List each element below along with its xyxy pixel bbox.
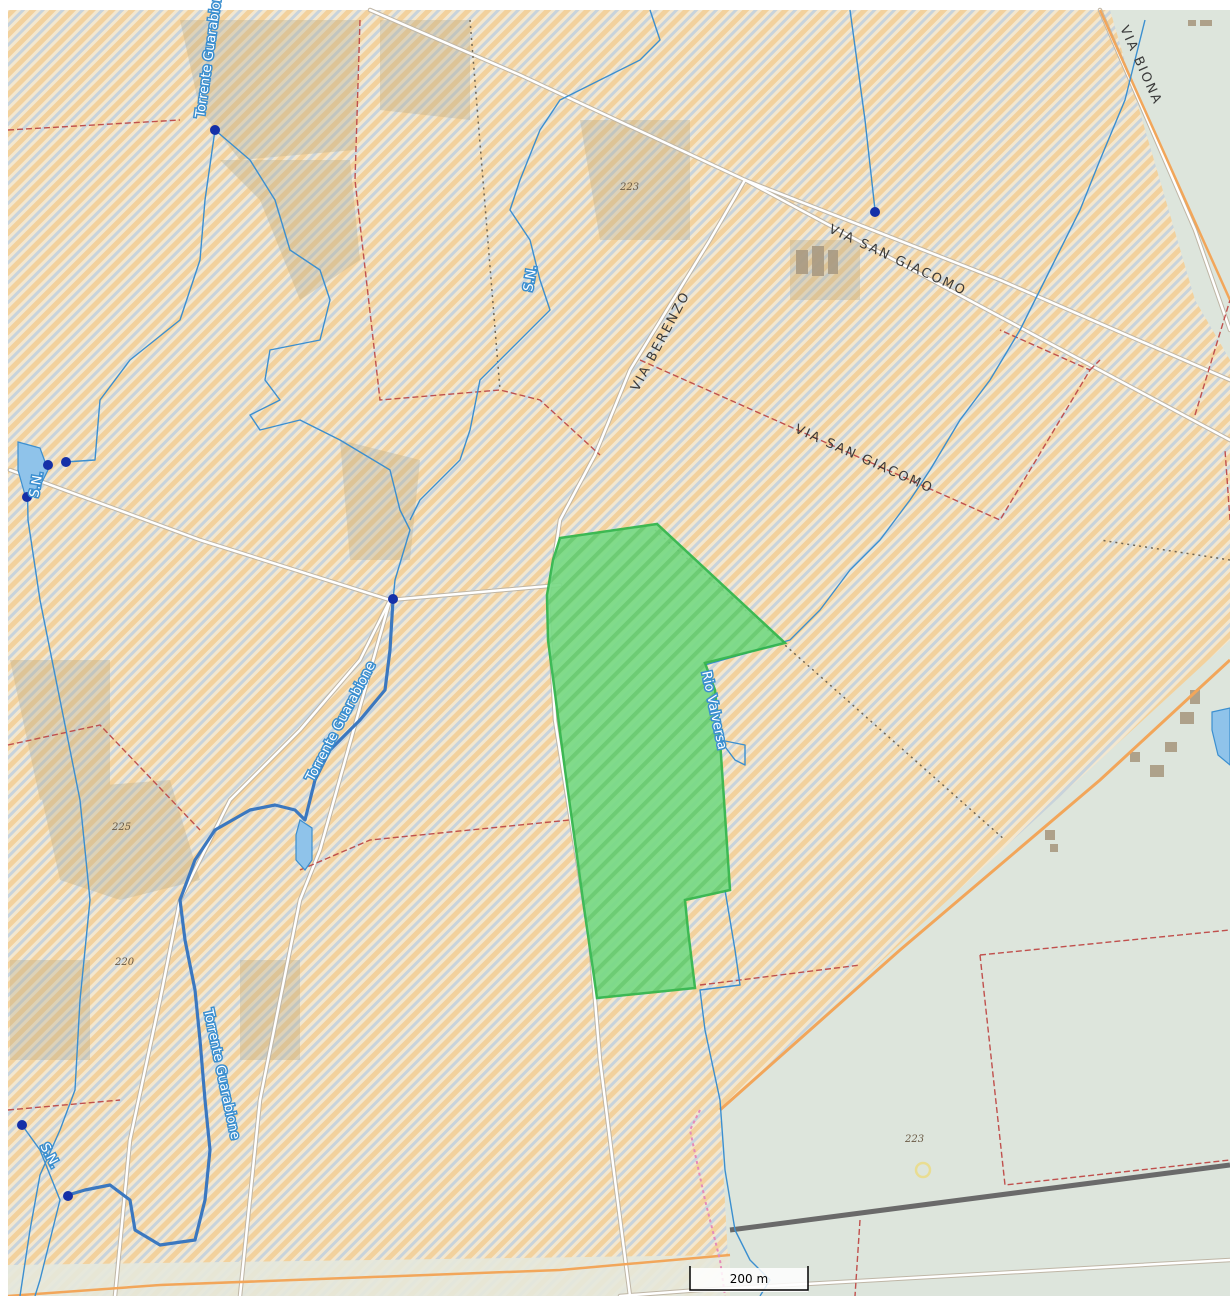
agricultural-zone-bottom [8,1255,730,1296]
water-label-sn-top: S.N. [521,264,540,292]
scale-bar: 200 m [689,1266,809,1292]
elevation-label: 225 [111,822,131,833]
highlighted-parcel[interactable] [545,522,788,1000]
river-guarabione [67,599,395,1247]
buildings [796,20,1212,852]
parcel-boundaries [7,19,1230,1296]
elevation-label: 220 [114,957,135,968]
pink-path [688,1109,726,1296]
orange-boundary-top [1098,9,1230,301]
orange-boundary-bottom [7,1253,731,1296]
point-marker [914,1161,932,1179]
scale-bar-label: 200 m [730,1272,768,1286]
water-label-sn-left: S.N. [27,470,46,498]
elevation-label: 223 [904,1134,924,1145]
agricultural-zone [720,640,1230,1296]
streams [19,9,1146,1296]
dotted-tracks [469,19,1230,841]
roads [7,7,1230,1296]
stream-nodes [17,125,880,1201]
cultivated-patches [10,20,860,1060]
elevation-label: 223 [619,182,639,193]
ponds [17,441,1230,871]
railway [729,1162,1230,1233]
orange-boundary [719,658,1230,1112]
